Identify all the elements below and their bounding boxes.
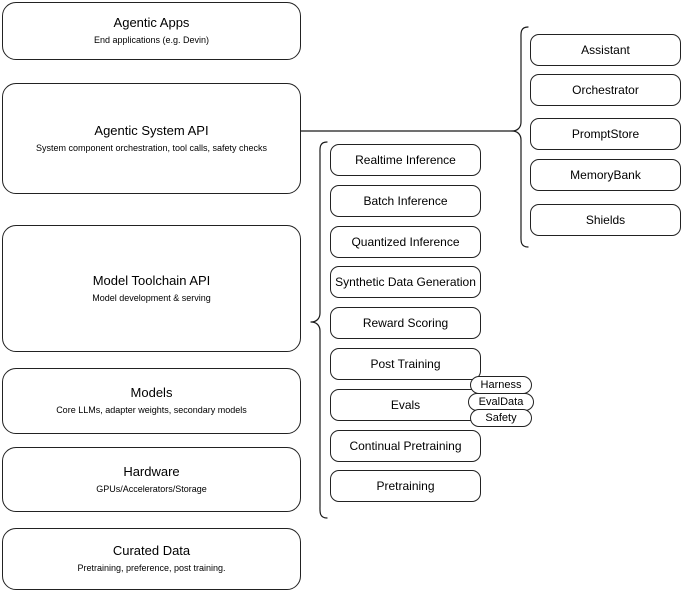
component-synthetic-data-generation[interactable]: Synthetic Data Generation	[330, 266, 481, 298]
component-label: Pretraining	[376, 479, 435, 493]
component-label: Orchestrator	[572, 83, 639, 97]
component-label: Assistant	[581, 43, 630, 57]
component-shields[interactable]: Shields	[530, 204, 681, 236]
component-continual-pretraining[interactable]: Continual Pretraining	[330, 430, 481, 462]
layer-title: Agentic Apps	[113, 15, 190, 30]
layer-model-toolchain-api[interactable]: Model Toolchain API Model development & …	[2, 225, 301, 352]
layer-title: Hardware	[123, 463, 180, 479]
layer-subtitle: End applications (e.g. Devin)	[93, 35, 210, 45]
layer-curated-data[interactable]: Curated Data Pretraining, preference, po…	[2, 528, 301, 590]
layer-subtitle: GPUs/Accelerators/Storage	[96, 483, 207, 494]
component-label: Reward Scoring	[362, 316, 449, 330]
brace-toolchain-components	[310, 141, 328, 519]
component-reward-scoring[interactable]: Reward Scoring	[330, 307, 481, 339]
layer-title: Agentic System API	[94, 122, 209, 138]
brace-agentic-components	[511, 26, 529, 248]
layer-title: Models	[130, 385, 173, 400]
component-label: Batch Inference	[363, 194, 448, 208]
component-evals[interactable]: Evals	[330, 389, 481, 421]
component-realtime-inference[interactable]: Realtime Inference	[330, 144, 481, 176]
layer-subtitle: Pretraining, preference, post training.	[77, 563, 226, 573]
layer-subtitle: Core LLMs, adapter weights, secondary mo…	[56, 405, 247, 415]
component-label: Evals	[390, 398, 421, 412]
component-label: Shields	[585, 213, 626, 227]
component-label: MemoryBank	[570, 168, 641, 182]
layer-agentic-apps[interactable]: Agentic Apps End applications (e.g. Devi…	[2, 2, 301, 60]
component-label: Continual Pretraining	[349, 439, 462, 453]
badge-safety[interactable]: Safety	[470, 409, 532, 427]
component-label: Quantized Inference	[351, 235, 460, 249]
component-pretraining[interactable]: Pretraining	[330, 470, 481, 502]
layer-agentic-system-api[interactable]: Agentic System API System component orch…	[2, 83, 301, 194]
layer-title: Curated Data	[112, 543, 191, 558]
layer-title: Model Toolchain API	[92, 272, 211, 288]
component-memorybank[interactable]: MemoryBank	[530, 159, 681, 191]
layer-subtitle: System component orchestration, tool cal…	[35, 142, 268, 153]
component-label: Realtime Inference	[355, 153, 456, 167]
component-quantized-inference[interactable]: Quantized Inference	[330, 226, 481, 258]
component-label: Post Training	[370, 357, 441, 371]
layer-subtitle: Model development & serving	[92, 292, 211, 303]
layer-models[interactable]: Models Core LLMs, adapter weights, secon…	[2, 368, 301, 434]
component-assistant[interactable]: Assistant	[530, 34, 681, 66]
component-label: Synthetic Data Generation	[335, 275, 476, 289]
badge-harness[interactable]: Harness	[470, 376, 532, 394]
component-post-training[interactable]: Post Training	[330, 348, 481, 380]
component-batch-inference[interactable]: Batch Inference	[330, 185, 481, 217]
layer-hardware[interactable]: Hardware GPUs/Accelerators/Storage	[2, 447, 301, 512]
component-label: PromptStore	[571, 127, 640, 141]
component-orchestrator[interactable]: Orchestrator	[530, 74, 681, 106]
component-promptstore[interactable]: PromptStore	[530, 118, 681, 150]
